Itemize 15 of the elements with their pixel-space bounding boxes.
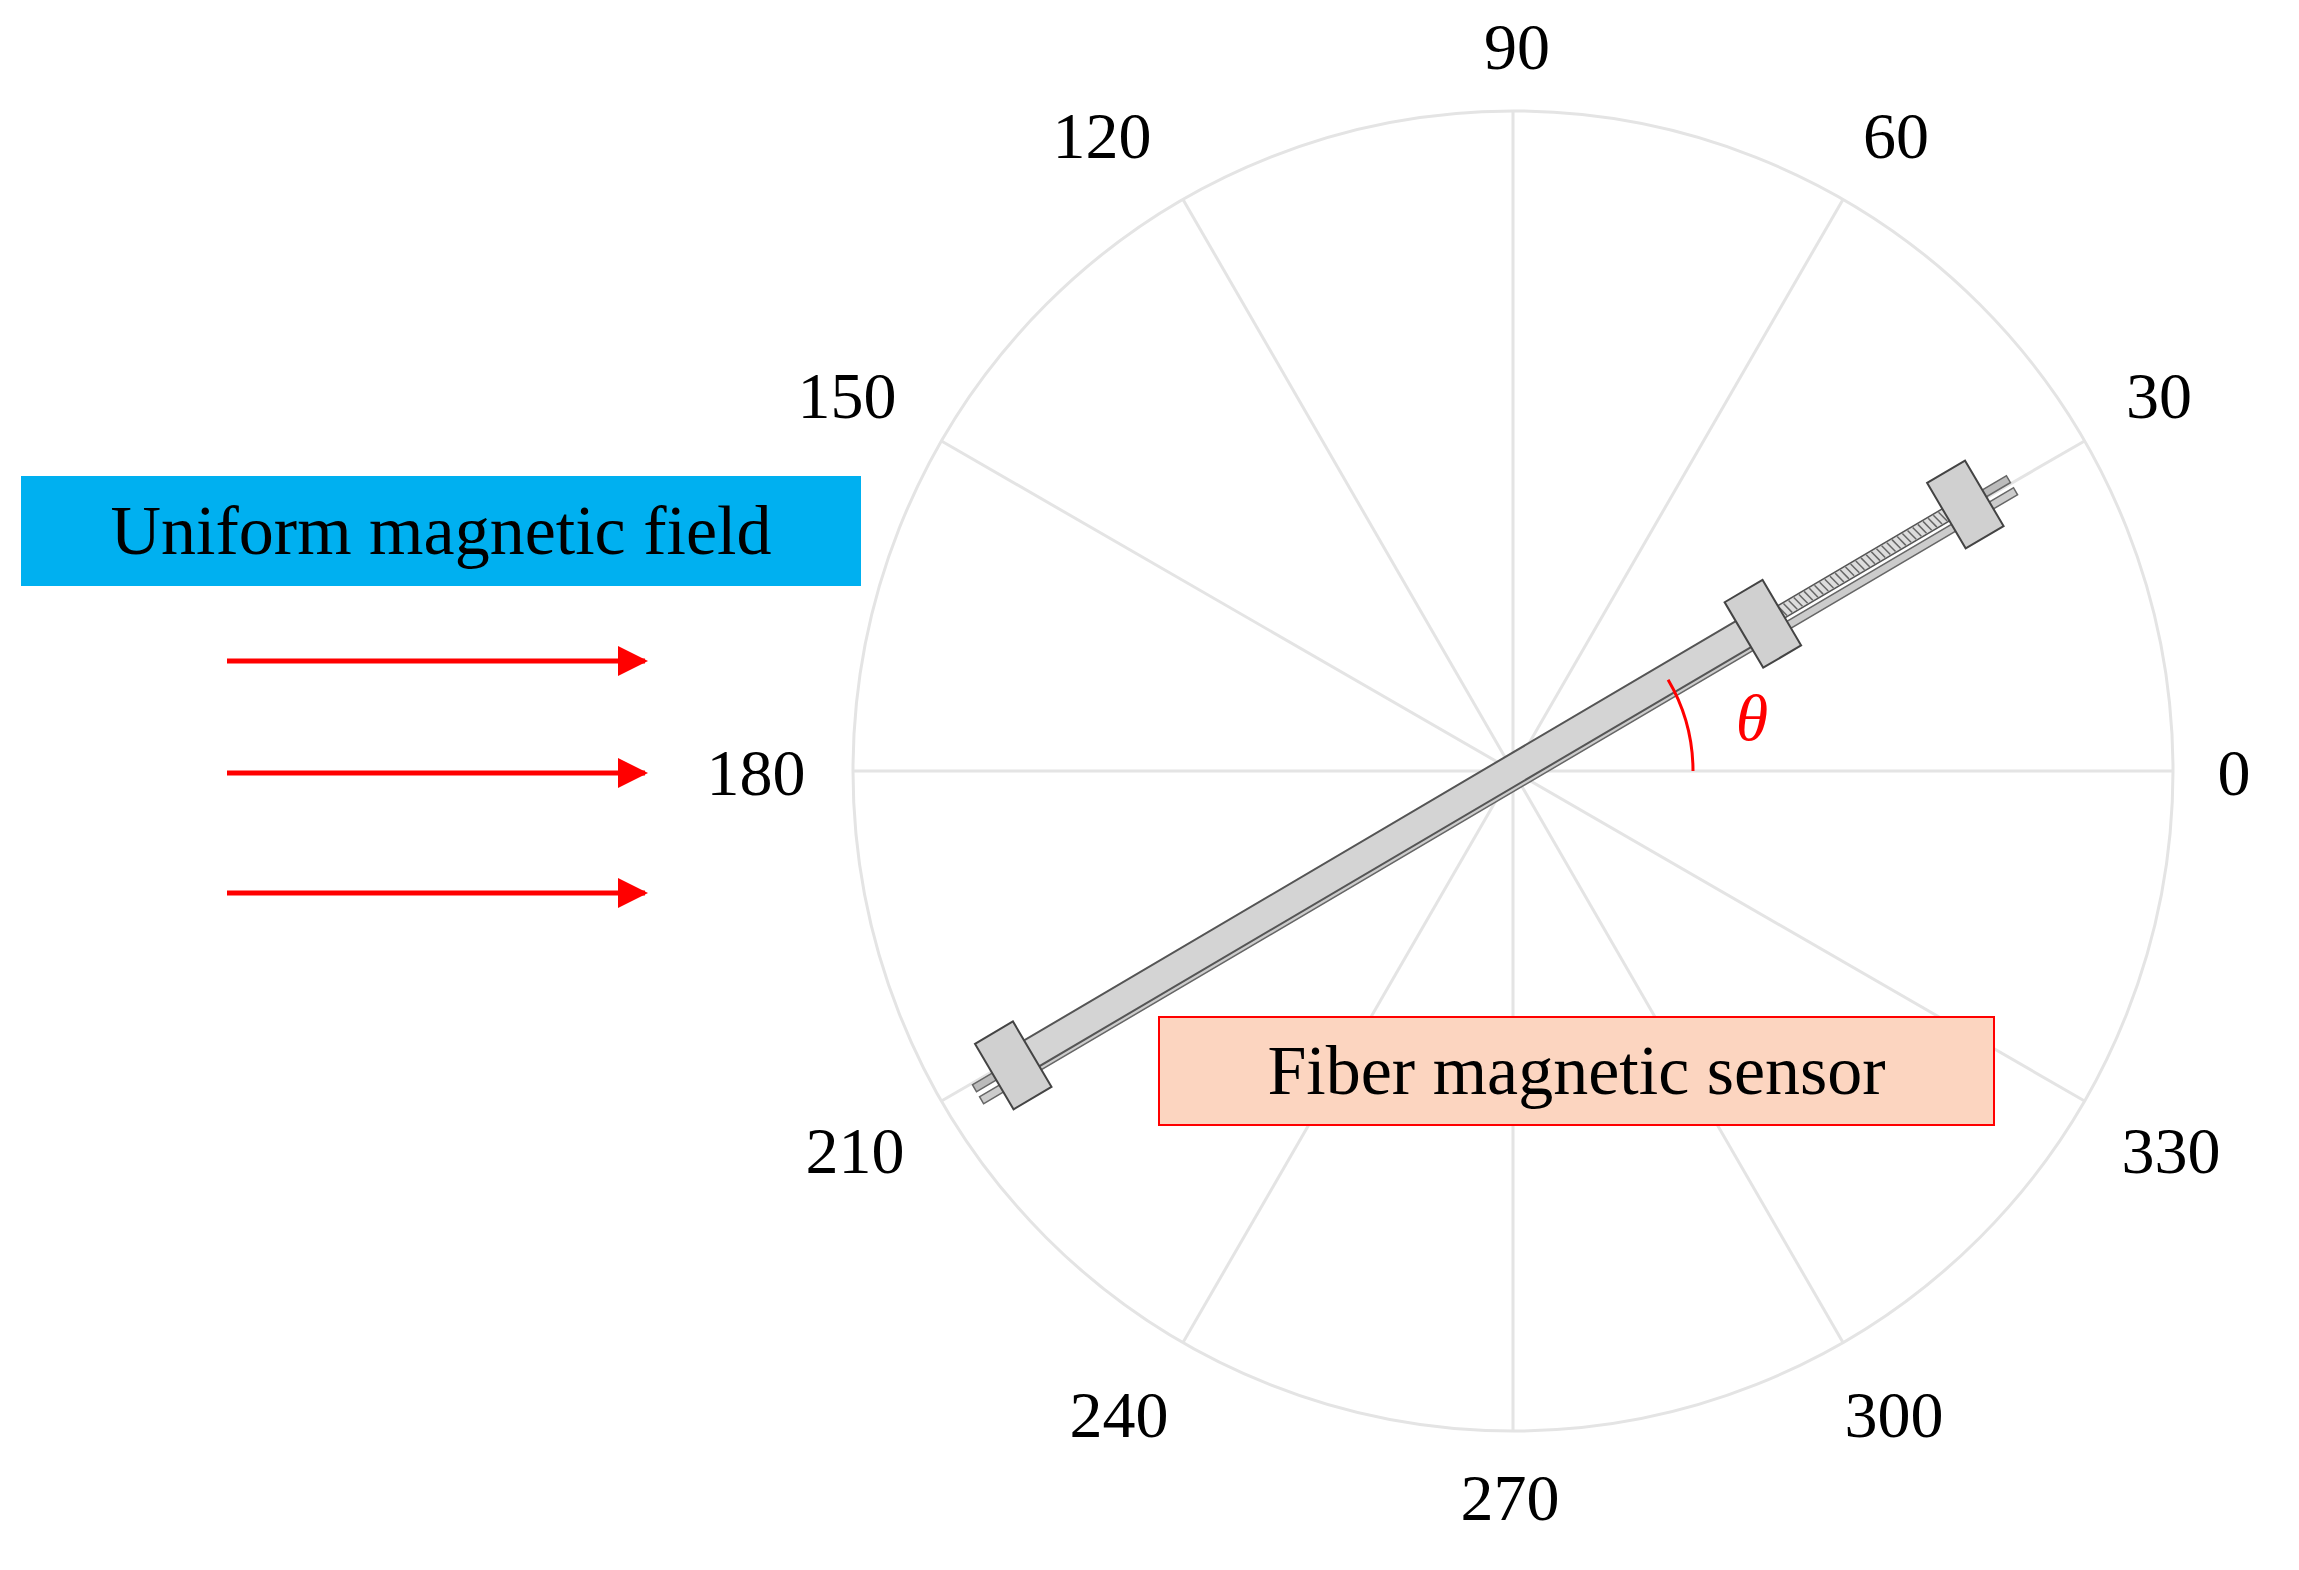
- field-label-box: Uniform magnetic field: [21, 476, 861, 586]
- angle-tick-label: 120: [1052, 103, 1152, 169]
- angle-symbol: θ: [1735, 685, 1769, 751]
- angle-tick-label: 330: [2121, 1118, 2221, 1184]
- angle-tick-label: 270: [1460, 1465, 1560, 1531]
- angle-tick-label: 210: [805, 1118, 905, 1184]
- sensor-label-box: Fiber magnetic sensor: [1158, 1016, 1995, 1126]
- angle-tick-label: 0: [2217, 740, 2251, 806]
- angle-tick-label: 60: [1863, 103, 1929, 169]
- angle-tick-label: 150: [797, 363, 897, 429]
- angle-tick-label: 180: [706, 740, 806, 806]
- angle-tick-label: 240: [1069, 1382, 1169, 1448]
- angle-tick-label: 90: [1484, 14, 1550, 80]
- angle-tick-label: 30: [2126, 363, 2192, 429]
- angle-tick-label: 300: [1844, 1382, 1944, 1448]
